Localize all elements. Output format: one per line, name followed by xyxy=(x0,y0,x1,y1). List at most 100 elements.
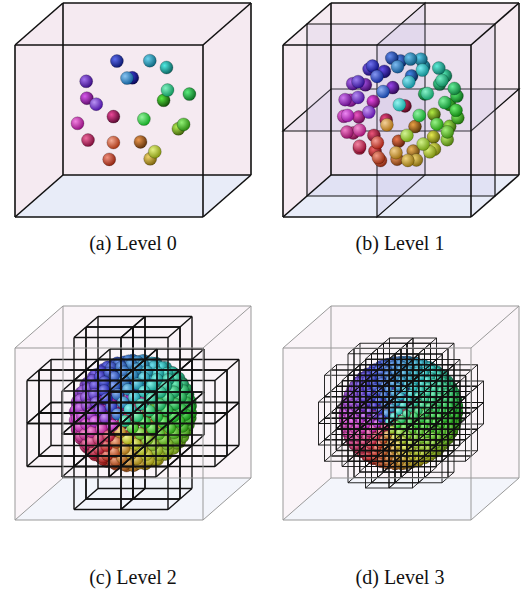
octree-cell xyxy=(121,327,133,338)
back-face xyxy=(63,306,251,478)
octree-cell xyxy=(133,403,145,414)
octree-cell xyxy=(372,370,378,375)
octree-cell xyxy=(86,369,133,370)
octree-cell xyxy=(372,413,378,418)
octree-cell xyxy=(168,499,180,510)
octree-cell xyxy=(342,402,366,403)
octree-cell xyxy=(86,369,133,370)
root-cube xyxy=(518,3,520,175)
octree-cell xyxy=(168,456,180,467)
octree-cell xyxy=(86,369,133,370)
octree-cell xyxy=(62,433,109,434)
octree-cell xyxy=(342,423,366,424)
octree-cell xyxy=(348,435,354,440)
octree-cell xyxy=(133,446,145,457)
octree-cell xyxy=(372,435,378,440)
octree-cell xyxy=(74,423,121,424)
octree-cell xyxy=(132,370,133,413)
octree-cell xyxy=(144,317,145,360)
octree-cell xyxy=(120,381,121,424)
root-cube xyxy=(202,45,204,217)
octree-cell xyxy=(342,445,366,446)
point-ball xyxy=(377,85,390,98)
octree-cell xyxy=(132,370,133,413)
octree-cell xyxy=(145,359,192,360)
octree-cell xyxy=(389,424,390,446)
octree-cell xyxy=(348,370,354,375)
octree-cell xyxy=(86,403,98,414)
octree-cell xyxy=(120,424,121,467)
octree-cell xyxy=(180,403,192,414)
octree-cell xyxy=(348,435,354,440)
root-cube xyxy=(330,3,332,175)
octree-cell xyxy=(121,370,133,381)
root-cube xyxy=(15,478,63,520)
octree-cell xyxy=(109,433,156,434)
octree-cell xyxy=(215,370,227,381)
octree-cell xyxy=(74,370,86,381)
octree-cell xyxy=(168,413,180,424)
root-cube xyxy=(15,348,16,520)
octree-cell xyxy=(324,397,325,419)
octree-cell xyxy=(86,360,98,371)
octree-cell xyxy=(325,435,331,440)
octree-cell xyxy=(348,435,354,440)
octree-cell xyxy=(121,466,168,467)
octree-cell xyxy=(62,381,74,392)
point-ball xyxy=(352,91,365,104)
octree-cell xyxy=(365,445,366,467)
octree-cell xyxy=(86,369,133,370)
root-cube xyxy=(331,2,519,4)
octree-cell xyxy=(179,413,180,456)
octree-cell xyxy=(145,392,157,403)
octree-cell xyxy=(73,338,74,381)
octree-cell xyxy=(226,413,227,456)
octree-cell xyxy=(215,413,227,424)
point-ball xyxy=(402,76,415,89)
octree-cell xyxy=(372,370,378,375)
octree-cell xyxy=(121,413,133,424)
octree-cell xyxy=(167,424,168,467)
octree-cell xyxy=(348,461,349,483)
octree-cell xyxy=(342,397,348,402)
octree-cell xyxy=(168,413,180,424)
octree-cell xyxy=(318,424,319,446)
point-ball xyxy=(177,118,190,131)
octree-cell xyxy=(331,370,355,371)
root-cube xyxy=(15,348,203,349)
octree-cell xyxy=(389,467,390,489)
octree-cell xyxy=(342,402,366,403)
octree-cell xyxy=(342,445,366,446)
octree-cell xyxy=(145,392,157,403)
octree-cell xyxy=(348,413,354,418)
octree-cell xyxy=(156,424,168,435)
octree-cell xyxy=(325,413,331,418)
octree-cell xyxy=(372,482,396,483)
octree-cell xyxy=(342,397,348,402)
octree-cell xyxy=(336,365,337,387)
point-ball xyxy=(82,134,95,147)
octree-cell xyxy=(120,381,121,424)
octree-cell xyxy=(74,380,121,381)
octree-cell xyxy=(324,375,325,397)
octree-cell xyxy=(39,403,51,414)
octree-cell xyxy=(325,392,331,397)
point-ball xyxy=(430,118,443,131)
octree-cell xyxy=(133,446,145,457)
octree-cell xyxy=(168,466,215,467)
octree-cell xyxy=(331,370,355,371)
octree-cell xyxy=(179,413,180,456)
octree-cell xyxy=(156,467,168,478)
octree-cell xyxy=(226,413,227,456)
octree-cell xyxy=(133,369,180,370)
point-ball xyxy=(362,106,375,119)
point-ball xyxy=(436,74,449,87)
octree-cell xyxy=(348,370,354,375)
octree-cell xyxy=(27,413,39,424)
octree-cell xyxy=(168,423,215,424)
point-ball xyxy=(339,93,352,106)
octree-cell xyxy=(354,365,360,370)
octree-cell xyxy=(342,402,343,424)
root-cube xyxy=(470,45,472,217)
octree-cell xyxy=(227,403,239,414)
